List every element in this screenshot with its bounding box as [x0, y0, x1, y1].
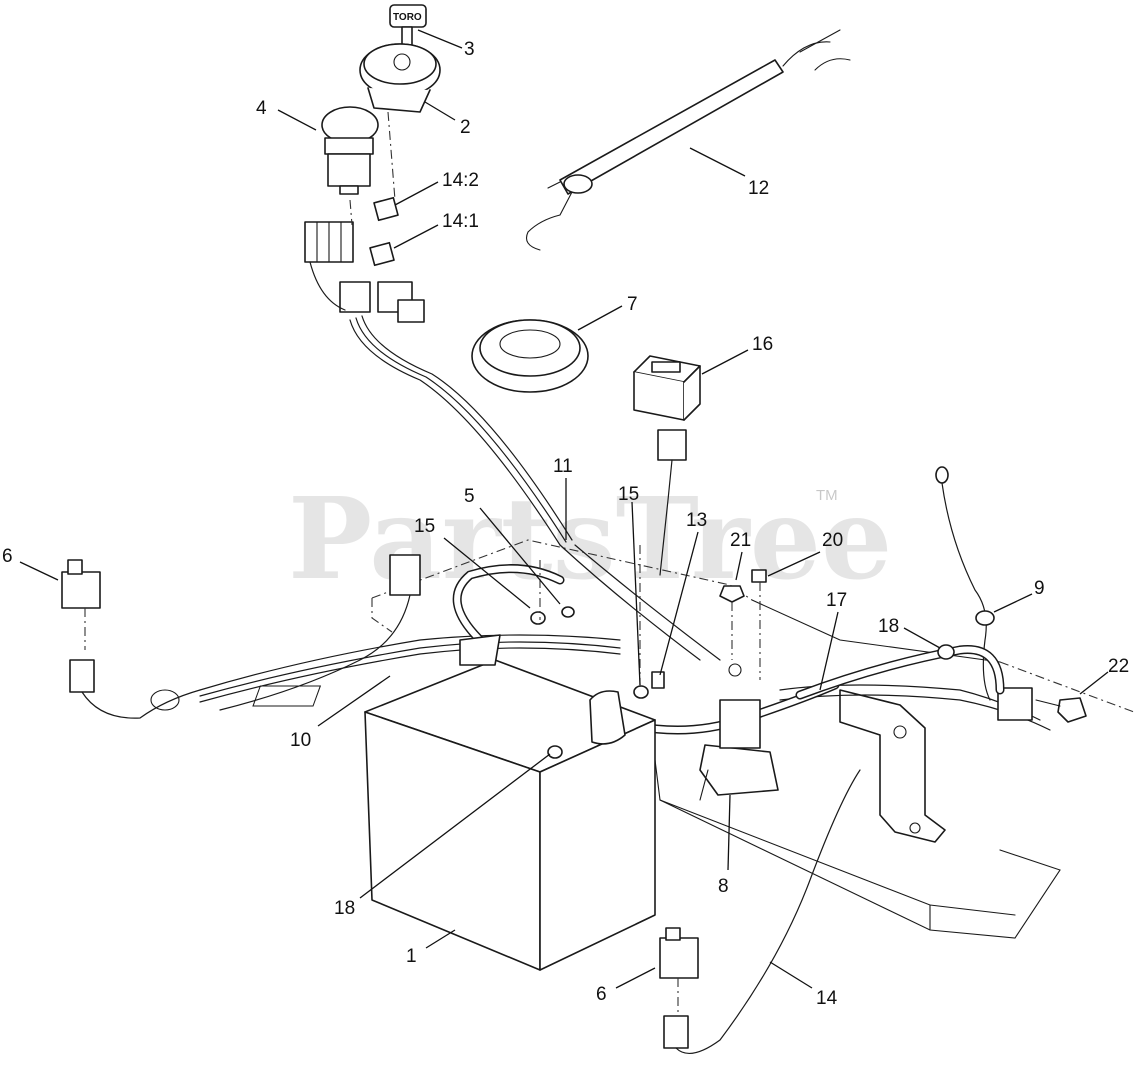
fasteners [349, 111, 1087, 723]
callout-22: 22 [1108, 656, 1129, 677]
callout-6-left: 6 [2, 546, 13, 567]
relay-left [61, 559, 201, 719]
callout-1: 1 [406, 946, 417, 967]
callout-18-right: 18 [878, 616, 899, 637]
grommet [471, 319, 589, 393]
callout-8: 8 [718, 876, 729, 897]
callout-7: 7 [627, 294, 638, 315]
watermark-brand: PartsTree [288, 474, 892, 605]
callout-10: 10 [290, 730, 311, 751]
leader-lines [19, 29, 1109, 989]
callout-20: 20 [822, 530, 843, 551]
callout-13: 13 [686, 510, 707, 531]
callout-16: 16 [752, 334, 773, 355]
relay-bottom [659, 769, 861, 1055]
callout-15-center: 15 [618, 484, 639, 505]
callout-15-left: 15 [414, 516, 435, 537]
callout-11: 11 [553, 456, 573, 477]
battery [252, 634, 656, 971]
harness-main [309, 261, 573, 546]
harness-connectors [304, 221, 425, 323]
hour-meter [633, 355, 701, 576]
callout-9: 9 [1034, 578, 1045, 599]
callout-5: 5 [464, 486, 475, 507]
callout-14: 14 [816, 988, 838, 1009]
fuses [369, 196, 399, 267]
callout-18-bottom: 18 [334, 898, 355, 919]
frame-bracket [839, 689, 946, 843]
callout-17: 17 [826, 590, 847, 611]
key-brand-text: TORO [393, 12, 422, 23]
callout-4: 4 [256, 98, 267, 119]
tow-rod [525, 29, 851, 251]
ground-cable [935, 466, 995, 701]
callout-12: 12 [748, 178, 769, 199]
callout-14-2: 14:2 [442, 170, 479, 191]
callout-6-bottom: 6 [596, 984, 607, 1005]
callout-21: 21 [730, 530, 751, 551]
callout-14-1: 14:1 [442, 211, 479, 232]
watermark-trademark: TM [816, 487, 838, 504]
callout-2: 2 [460, 117, 471, 138]
starter-solenoid [699, 663, 779, 801]
callout-3: 3 [464, 39, 475, 60]
pto-switch [321, 106, 379, 195]
ignition-switch [359, 43, 441, 113]
callout-labels: 3 2 4 14:2 14:1 12 7 16 11 15 5 15 13 21… [2, 39, 1129, 1009]
ignition-key: TORO [389, 4, 427, 46]
